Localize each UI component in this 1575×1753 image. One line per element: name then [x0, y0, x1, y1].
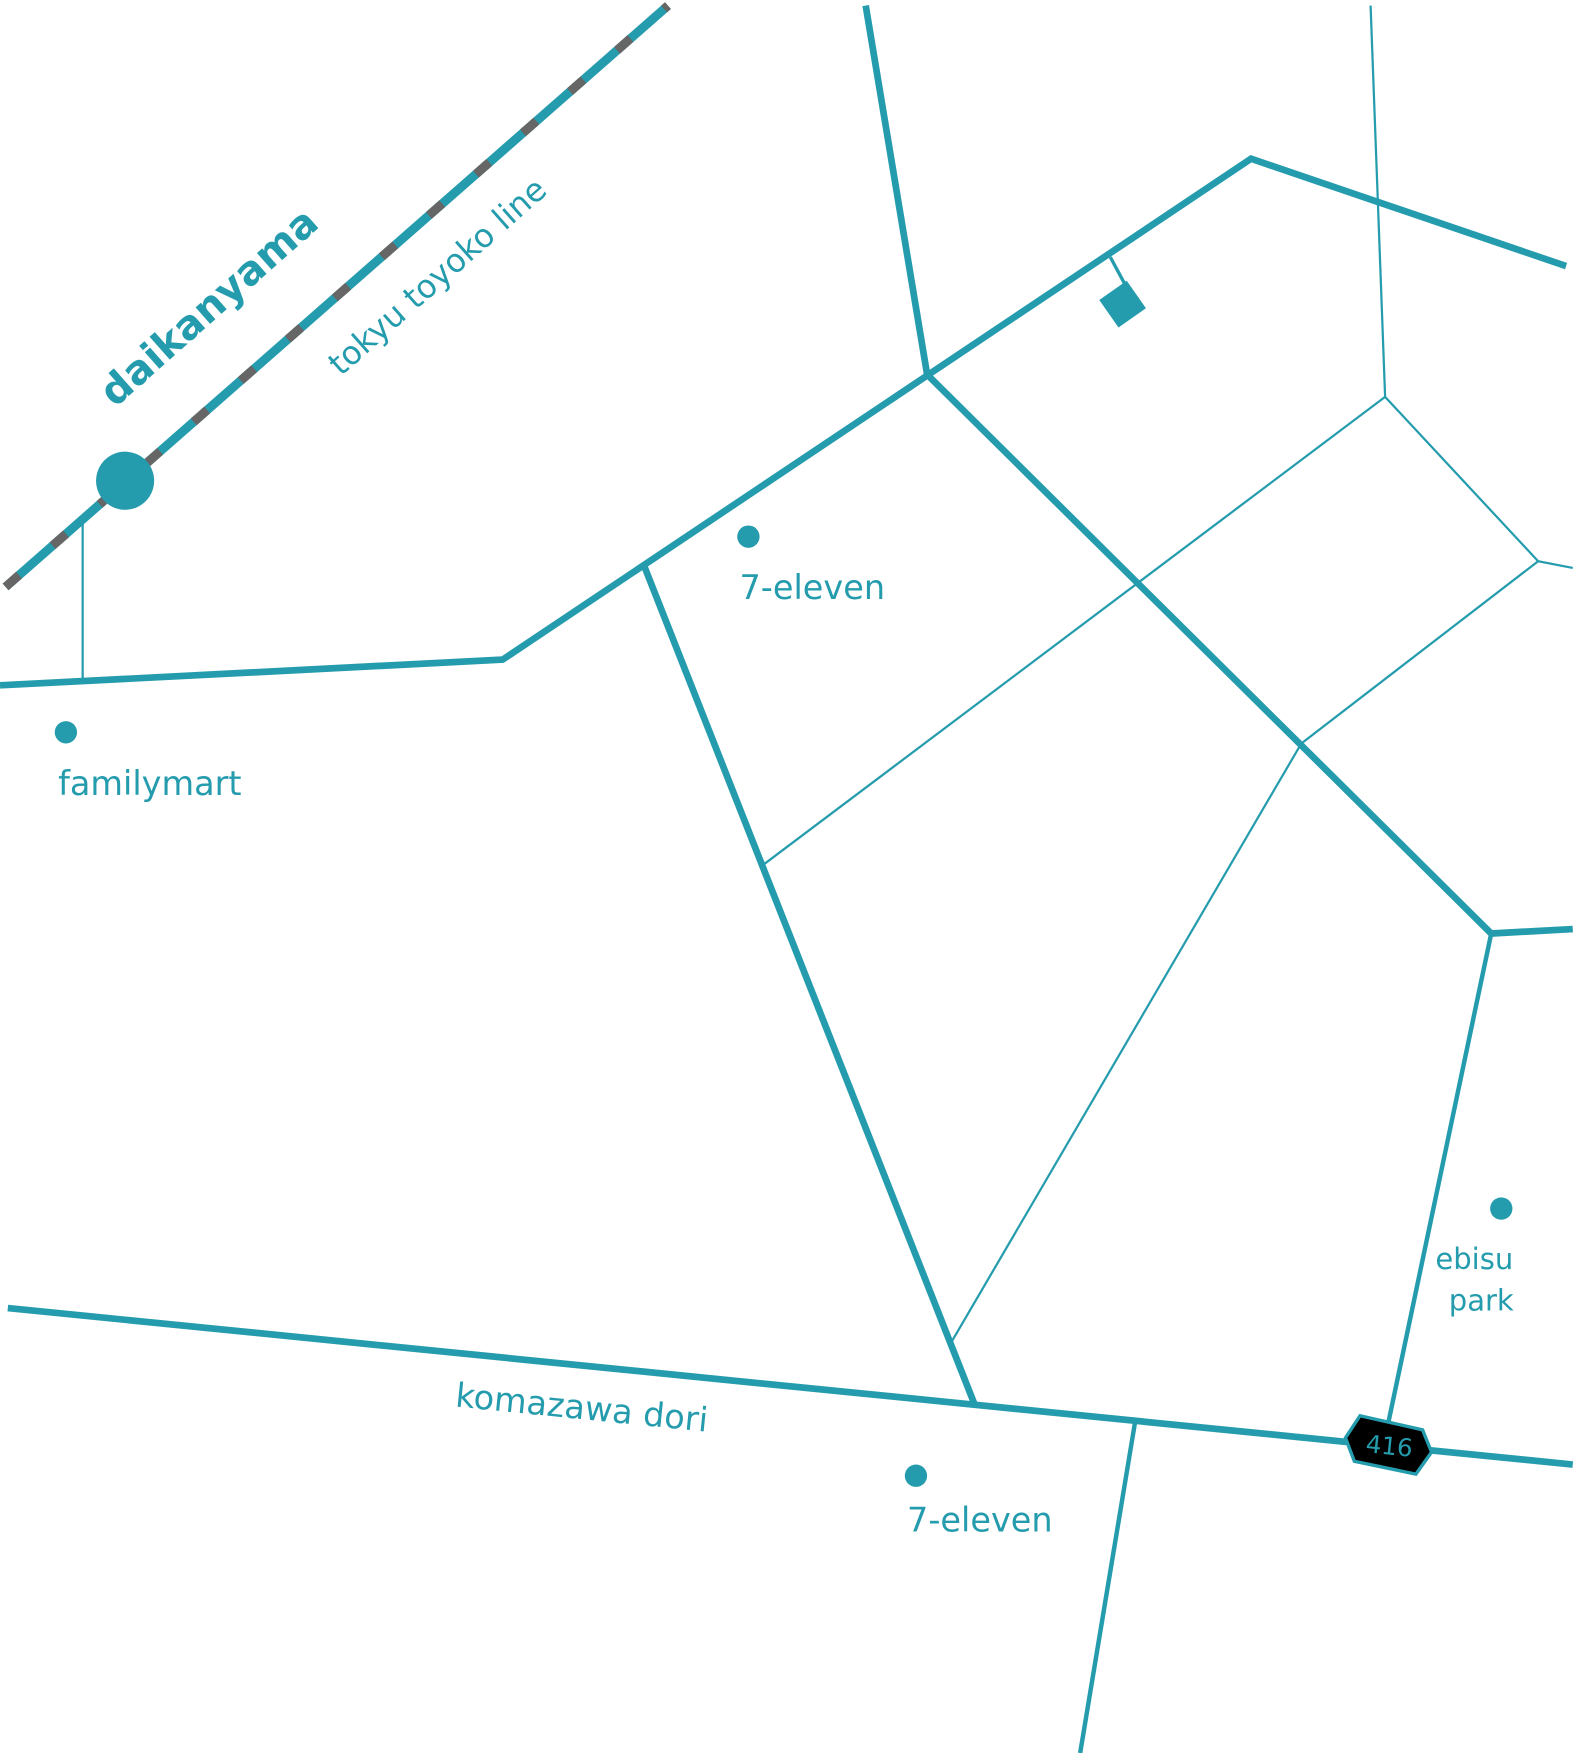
road-north-arterial — [0, 155, 1568, 689]
poi-dot-icon[interactable] — [904, 1464, 928, 1487]
building-marker-icon[interactable] — [1099, 280, 1146, 328]
poi-label[interactable]: 7-eleven — [739, 568, 885, 607]
station-label: daikanyama — [91, 199, 327, 416]
poi-dot-icon[interactable] — [1490, 1197, 1513, 1220]
poi-label[interactable]: 7-eleven — [907, 1501, 1053, 1540]
poi-label[interactable]: familymart — [58, 764, 241, 803]
street-building-link — [1108, 256, 1128, 287]
road-komazawa-dori — [7, 1304, 1574, 1468]
poi-label[interactable]: park — [1449, 1283, 1514, 1317]
road-south — [1077, 1422, 1138, 1753]
street-east — [1369, 5, 1573, 570]
street-cross-2 — [950, 560, 1539, 1343]
route-shield-number: 416 — [1365, 1429, 1415, 1463]
road-south-diagonal — [641, 565, 978, 1405]
street-cross-1 — [763, 395, 1386, 866]
poi-dot-icon[interactable] — [737, 525, 760, 548]
road-label-komazawa: komazawa dori — [454, 1376, 710, 1440]
poi-dot-icon[interactable] — [54, 721, 78, 744]
route-shield: 416 — [1343, 1413, 1434, 1477]
road-diagonal — [862, 5, 1573, 937]
road-route-416 — [1386, 933, 1494, 1423]
poi-label[interactable]: ebisu — [1435, 1242, 1513, 1276]
station-marker-icon[interactable] — [96, 451, 155, 510]
